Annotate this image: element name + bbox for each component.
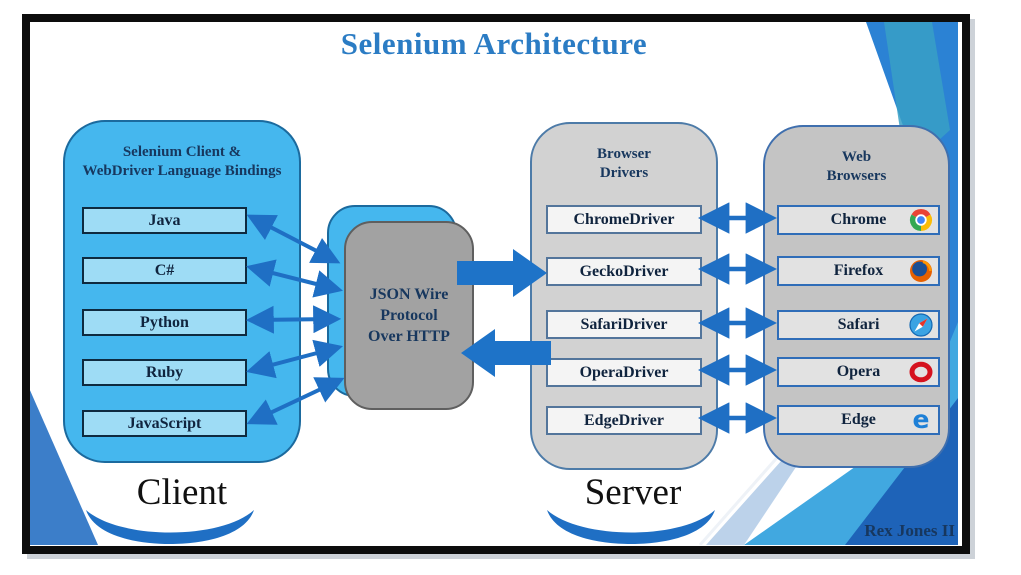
edge-icon: e: [913, 408, 930, 432]
server-caption: Server: [584, 472, 682, 513]
browser-label-firefox: Firefox: [833, 262, 884, 279]
driver-item-edgedriver: EdgeDriver: [546, 406, 702, 435]
driver-item-chromedriver: ChromeDriver: [546, 205, 702, 234]
firefox-icon: [910, 260, 932, 282]
client-header-line2: WebDriver Language Bindings: [82, 163, 282, 179]
browser-item-edge: Edge e: [777, 405, 940, 435]
web-browsers-header: Web Browsers: [765, 127, 948, 186]
client-caption: Client: [136, 472, 228, 513]
browser-item-opera: Opera: [777, 357, 940, 387]
opera-icon: [909, 361, 933, 383]
chrome-icon: [909, 208, 933, 231]
browser-item-firefox: Firefox: [777, 256, 940, 286]
attribution: Rex Jones II: [864, 521, 955, 540]
browser-drivers-box: Browser Drivers ChromeDriver GeckoDriver…: [530, 122, 718, 470]
browsers-header-line1: Web: [841, 149, 872, 165]
driver-item-operadriver: OperaDriver: [546, 358, 702, 387]
client-bindings-header: Selenium Client & WebDriver Language Bin…: [65, 122, 299, 181]
drivers-header-line1: Browser: [597, 146, 651, 162]
svg-text:e: e: [913, 408, 930, 432]
json-wire-protocol-box: JSON Wire Protocol Over HTTP: [344, 221, 474, 410]
driver-item-geckodriver: GeckoDriver: [546, 257, 702, 286]
web-browsers-box: Web Browsers Chrome Firefox Safari: [763, 125, 950, 468]
browser-item-chrome: Chrome: [777, 205, 940, 235]
browser-item-safari: Safari: [777, 310, 940, 340]
browsers-header-line2: Browsers: [826, 168, 887, 184]
protocol-line1: JSON Wire: [369, 286, 449, 303]
protocol-line3: Over HTTP: [368, 328, 450, 345]
browser-label-edge: Edge: [841, 411, 876, 428]
language-item-python: Python: [82, 309, 247, 336]
safari-icon: [909, 313, 933, 337]
client-header-line1: Selenium Client &: [122, 144, 242, 160]
browser-label-safari: Safari: [837, 316, 880, 333]
page-title: Selenium Architecture: [340, 26, 648, 61]
driver-item-safaridriver: SafariDriver: [546, 310, 702, 339]
client-bindings-box: Selenium Client & WebDriver Language Bin…: [63, 120, 301, 463]
browser-drivers-header: Browser Drivers: [532, 124, 716, 183]
language-item-csharp: C#: [82, 257, 247, 284]
language-item-javascript: JavaScript: [82, 410, 247, 437]
drivers-header-line2: Drivers: [599, 165, 649, 181]
language-item-java: Java: [82, 207, 247, 234]
browser-label-opera: Opera: [836, 363, 881, 380]
browser-label-chrome: Chrome: [830, 211, 887, 228]
language-item-ruby: Ruby: [82, 359, 247, 386]
protocol-line2: Protocol: [380, 307, 438, 324]
